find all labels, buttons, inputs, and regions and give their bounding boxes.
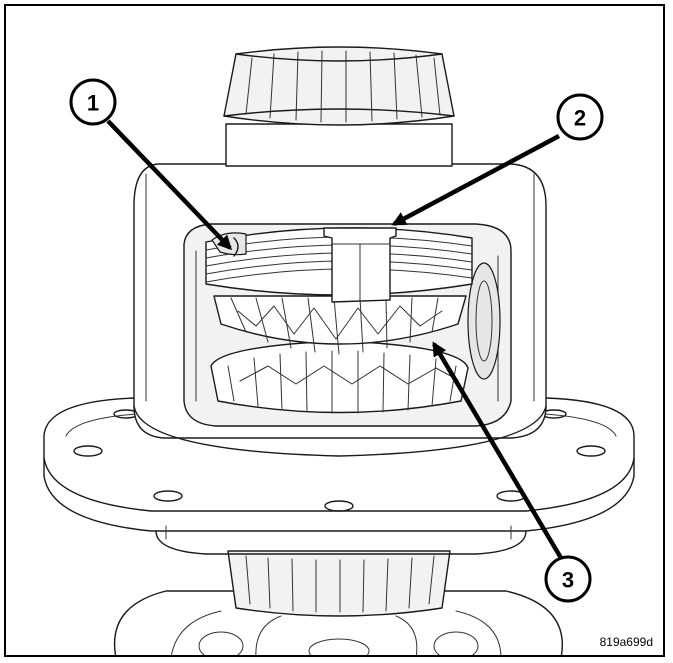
callout-1-label: 1 — [87, 91, 99, 116]
leader-lines — [106, 119, 563, 560]
side-gear-upper — [213, 295, 467, 355]
leader-3 — [432, 341, 563, 560]
callout-3: 3 — [544, 555, 592, 603]
upper-bearing — [223, 46, 455, 167]
callout-3-label: 3 — [562, 568, 574, 593]
leader-2 — [391, 134, 561, 226]
leader-1 — [106, 119, 232, 251]
lower-bearing — [227, 550, 451, 617]
callout-1: 1 — [69, 78, 117, 126]
callout-2: 2 — [556, 93, 604, 141]
differential-illustration: 1 2 3 — [43, 46, 635, 655]
side-gear-lower — [210, 340, 469, 414]
figure-code: 819a699d — [599, 635, 653, 649]
callout-2-label: 2 — [574, 106, 586, 131]
clutch-tab — [323, 227, 397, 303]
lower-housing — [113, 590, 563, 655]
figure-frame: 1 2 3 819a699d — [4, 4, 665, 657]
